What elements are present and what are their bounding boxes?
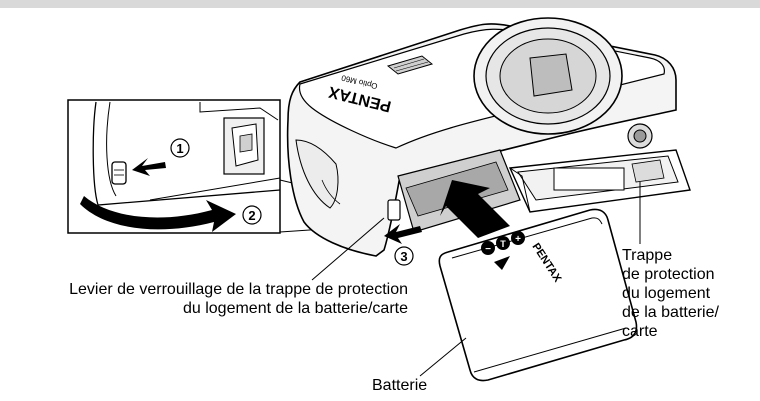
battery: − T + PENTAX bbox=[438, 208, 638, 382]
battery-symbol-minus: − bbox=[485, 244, 491, 255]
battery-leader-line bbox=[419, 337, 467, 377]
battery-symbol-plus: + bbox=[515, 234, 521, 245]
step-2-circle bbox=[242, 205, 262, 225]
arrow-step-2 bbox=[80, 196, 236, 232]
battery-terminal-plus bbox=[511, 231, 525, 245]
battery-symbol-t: T bbox=[500, 239, 506, 249]
trappe-label-line: de protection bbox=[622, 266, 715, 283]
insert-arrow bbox=[440, 180, 510, 238]
arrow-step-3 bbox=[384, 224, 422, 244]
lever-label-line1: Levier de verrouillage de la trappe de p… bbox=[69, 281, 408, 298]
latch-lever bbox=[111, 161, 127, 185]
battery-orientation-triangle bbox=[494, 256, 510, 270]
lever-leader-line bbox=[311, 217, 385, 281]
trappe-label-line: Trappe bbox=[622, 247, 673, 264]
trappe-label-line: de la batterie/ bbox=[622, 304, 719, 321]
battery-door bbox=[508, 149, 691, 213]
step-1-circle bbox=[170, 138, 190, 158]
step-3-circle bbox=[394, 246, 414, 266]
latch-inset: 1 2 bbox=[67, 99, 281, 234]
arrow-step-1 bbox=[132, 158, 166, 176]
battery-terminal-minus bbox=[481, 241, 495, 255]
step-2-number: 2 bbox=[248, 208, 255, 223]
trappe-label: Trappe de protection du logement de la b… bbox=[622, 246, 719, 341]
top-band bbox=[0, 0, 760, 8]
lever-label-line2: du logement de la batterie/carte bbox=[182, 300, 408, 317]
battery-label: Batterie bbox=[372, 377, 428, 394]
lever-label: Levier de verrouillage de la trappe de p… bbox=[8, 280, 408, 318]
trappe-label-line: du logement bbox=[622, 285, 711, 302]
main-latch bbox=[387, 199, 401, 221]
battery-terminal-t bbox=[496, 236, 510, 250]
lens-shutter bbox=[529, 53, 573, 97]
step-1-number: 1 bbox=[176, 141, 183, 156]
step-3-number: 3 bbox=[400, 249, 407, 264]
trappe-label-line: carte bbox=[622, 323, 658, 340]
